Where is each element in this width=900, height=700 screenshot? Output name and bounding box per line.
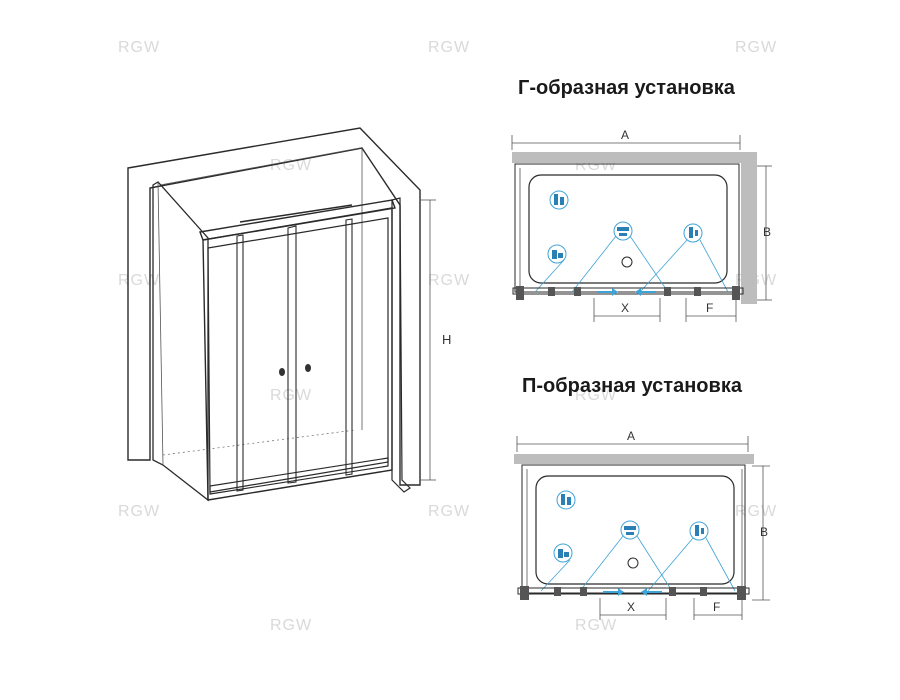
- shower-tray: [521, 464, 746, 594]
- watermark: RGW: [270, 617, 312, 634]
- door-handle-right: [305, 364, 311, 372]
- seat-icon: [547, 244, 567, 264]
- guide-line: [705, 537, 736, 592]
- rail-handle: [239, 204, 353, 223]
- front-frame-inner: [207, 217, 389, 493]
- drain-icon: [621, 256, 633, 268]
- guide-line: [636, 535, 673, 592]
- roller: [554, 587, 561, 596]
- watermark: RGW: [575, 617, 617, 634]
- shower-perspective-view: H: [127, 127, 451, 502]
- watermark: RGW: [575, 387, 617, 404]
- wall-back: [514, 454, 754, 464]
- watermark: RGW: [118, 272, 160, 289]
- shower-icon: [556, 490, 576, 510]
- watermark: RGW: [428, 39, 470, 56]
- guide-line: [699, 239, 729, 293]
- guide-line: [579, 535, 624, 592]
- roller: [516, 286, 524, 300]
- shower-tray: [514, 163, 740, 293]
- tap-icon: [620, 520, 640, 540]
- front-rail: [512, 287, 744, 295]
- seat-icon: [553, 543, 573, 563]
- roller: [548, 287, 555, 296]
- wall-back: [512, 152, 757, 163]
- watermark: RGW: [428, 503, 470, 520]
- dim-a-label: A: [621, 128, 629, 142]
- roller: [694, 287, 701, 296]
- roller: [580, 587, 587, 596]
- roller: [700, 587, 707, 596]
- dim-b-label: B: [763, 225, 771, 239]
- watermark: RGW: [735, 39, 777, 56]
- shower-icon: [549, 190, 569, 210]
- door-profile-center: [287, 225, 297, 484]
- watermark: RGW: [270, 157, 312, 174]
- tray-basin: [528, 174, 728, 284]
- watermark: RGW: [118, 503, 160, 520]
- watermark: RGW: [428, 272, 470, 289]
- roller: [669, 587, 676, 596]
- roller: [664, 287, 671, 296]
- roller: [574, 287, 581, 296]
- floor-line: [162, 429, 356, 456]
- top-rail: [199, 199, 396, 241]
- arrow-right-icon: [597, 288, 618, 296]
- dim-x-label: X: [627, 600, 635, 614]
- wall-right: [741, 152, 757, 304]
- guide-line: [639, 239, 688, 293]
- watermark: RGW: [270, 387, 312, 404]
- tray-basin: [535, 475, 735, 585]
- tap-icon: [613, 221, 633, 241]
- plan-view-u-shaped: A: [514, 429, 770, 620]
- right-wall-profile: [391, 197, 411, 493]
- dim-f-label: F: [706, 301, 713, 315]
- door-profile-right: [345, 218, 353, 476]
- dim-x-label: X: [621, 301, 629, 315]
- dim-f-label: F: [713, 600, 720, 614]
- title-u-shaped: П-образная установка: [522, 375, 743, 397]
- bottom-rail: [209, 457, 389, 495]
- wall-edge: [159, 147, 361, 186]
- door-handle-left: [279, 368, 285, 376]
- guide-line: [534, 259, 565, 293]
- watermark: RGW: [735, 503, 777, 520]
- roller: [732, 286, 740, 300]
- door-icon: [689, 521, 709, 541]
- side-panel-edge: [157, 181, 164, 466]
- roller: [737, 586, 746, 600]
- dim-b-label: B: [760, 525, 768, 539]
- front-rail: [517, 587, 750, 595]
- dim-h-label: H: [442, 332, 451, 347]
- front-frame: [202, 207, 393, 501]
- back-wall: [127, 127, 421, 486]
- guide-line: [629, 235, 669, 293]
- door-profile-left: [236, 234, 244, 492]
- guide-line: [540, 559, 571, 592]
- roller: [520, 586, 529, 600]
- dim-a-label: A: [627, 429, 635, 443]
- arrow-left-icon: [635, 288, 656, 296]
- title-l-shaped: Г-образная установка: [518, 77, 736, 99]
- side-panel: [152, 181, 209, 502]
- guide-line: [571, 235, 617, 293]
- guide-line: [647, 537, 694, 592]
- arrow-right-icon: [603, 588, 624, 596]
- plan-view-l-shaped: A: [511, 128, 772, 322]
- door-icon: [683, 223, 703, 243]
- drain-icon: [627, 557, 639, 569]
- watermark: RGW: [118, 39, 160, 56]
- arrow-left-icon: [641, 588, 662, 596]
